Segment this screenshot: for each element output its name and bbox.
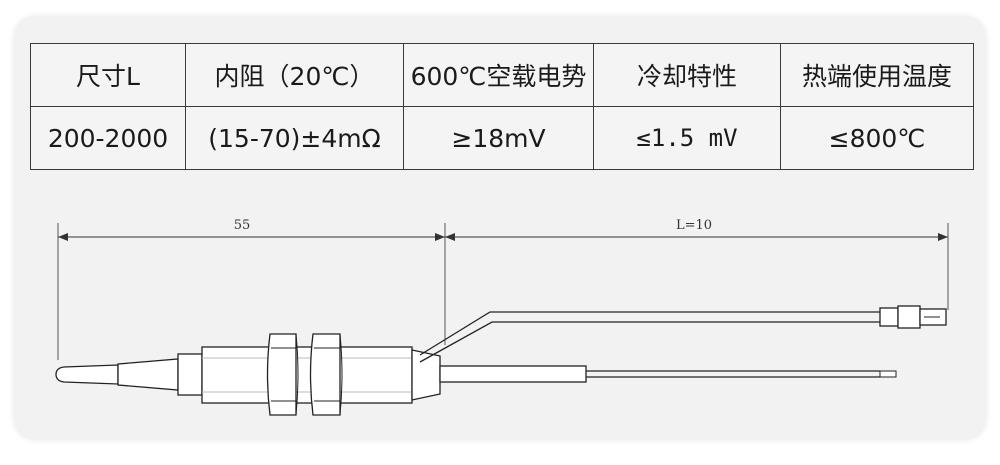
hex-nut-left (266, 333, 299, 416)
header-size: 尺寸L (30, 43, 186, 107)
value-emf: ≥18mV (403, 106, 594, 170)
table-header-row: 尺寸L 内阻（20℃） 600℃空载电势 冷却特性 热端使用温度 (30, 43, 974, 107)
threaded-body (201, 346, 413, 404)
upper-lead-wire (419, 311, 880, 363)
probe-tip (55, 358, 179, 391)
value-size: 200-2000 (30, 106, 186, 170)
hex-nut-right (309, 333, 343, 416)
value-hot-end-temp: ≤800℃ (780, 106, 974, 170)
header-emf: 600℃空载电势 (403, 43, 594, 107)
dimension-label-55: 55 (234, 218, 251, 233)
value-cooling: ≤1.5 mV (593, 106, 781, 170)
header-hot-end-temp: 热端使用温度 (780, 43, 974, 107)
probe-sleeve (177, 353, 203, 396)
lower-lead-wire (439, 365, 897, 383)
rear-collar (411, 349, 441, 401)
dimension-label-l: L=10 (676, 218, 712, 233)
table-value-row: 200-2000 (15-70)±4mΩ ≥18mV ≤1.5 mV ≤800℃ (30, 106, 974, 170)
spec-table: 尺寸L 内阻（20℃） 600℃空载电势 冷却特性 热端使用温度 200-200… (30, 43, 974, 170)
spade-connector (879, 305, 947, 329)
